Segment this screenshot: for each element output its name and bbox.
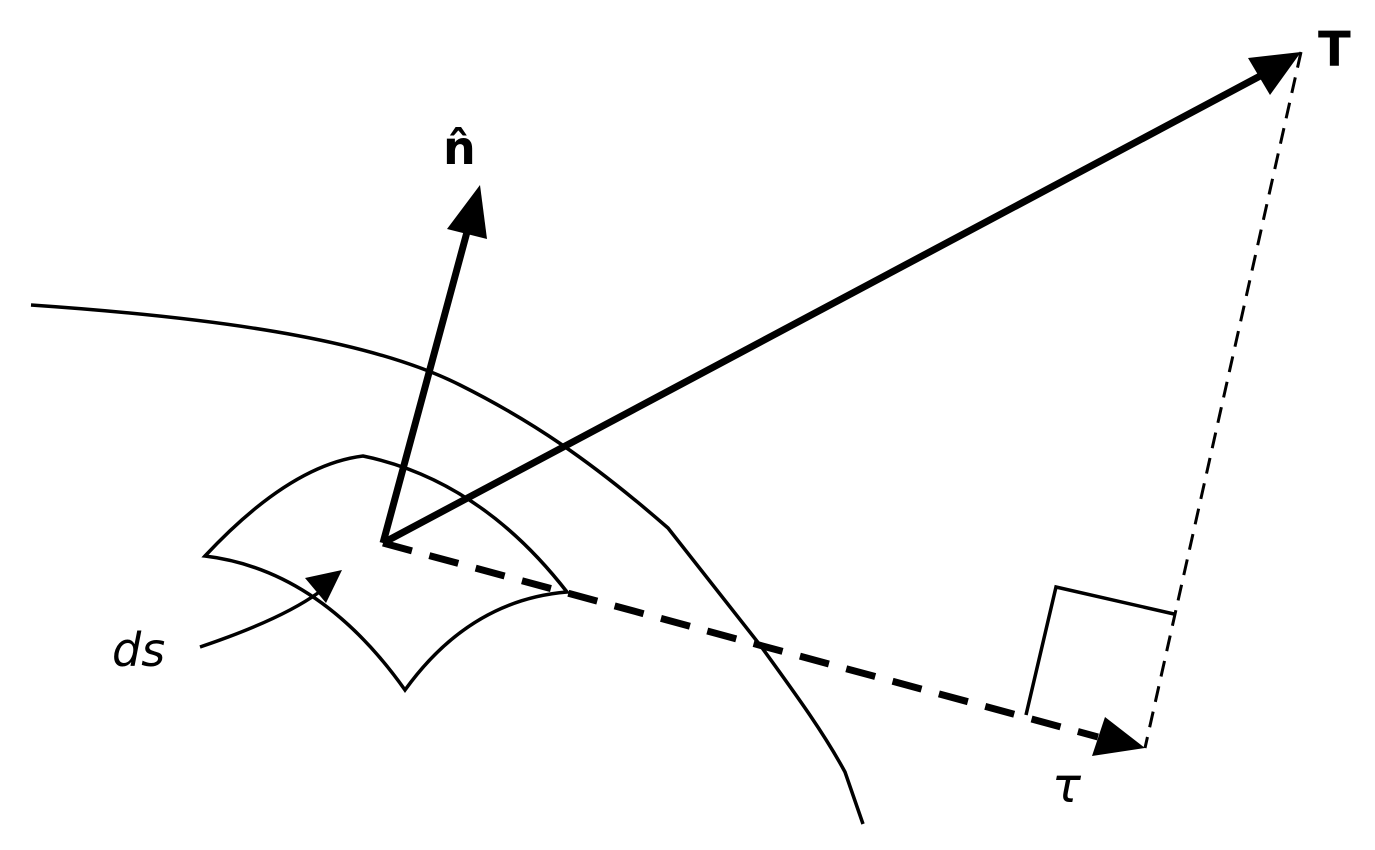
right-angle-marker: [1024, 584, 1175, 716]
shear-label: τ: [1052, 758, 1082, 814]
body-boundary-curve: [30, 303, 865, 825]
normal-vector-arrow: [379, 185, 487, 544]
shear-component-arrow: [382, 539, 1145, 756]
normal-label: n̂: [443, 121, 476, 175]
area-element-label: ds: [112, 623, 165, 677]
normal-component-dashed-line: [1143, 51, 1303, 749]
traction-label: T: [1318, 22, 1351, 78]
traction-vector-arrow: [381, 52, 1301, 547]
ds-pointer-arrow: [199, 570, 342, 649]
surface-patch: [201, 454, 571, 694]
